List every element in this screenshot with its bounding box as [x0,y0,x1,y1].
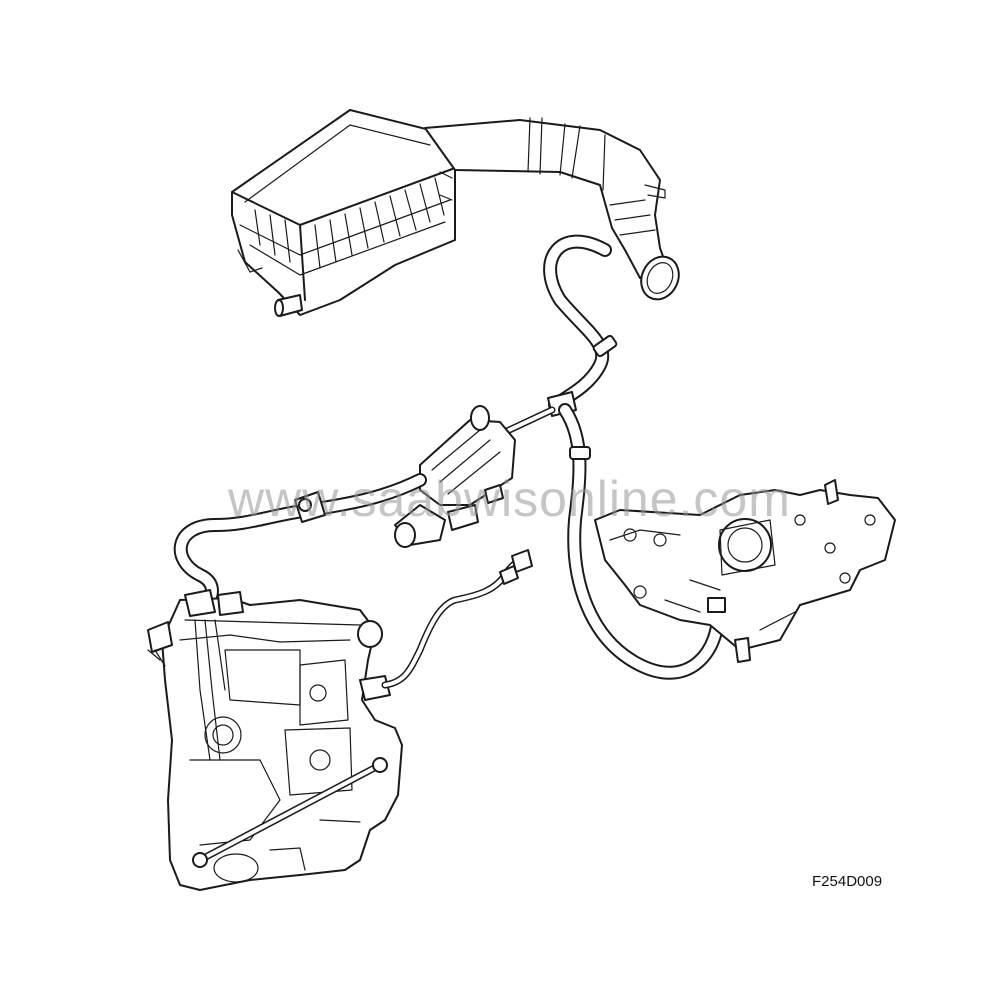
vent-hose-upper [543,234,618,412]
purge-hose [558,403,726,680]
intake-duct [424,117,680,301]
intake-manifold [594,479,896,663]
fuel-tank [147,589,403,891]
air-filter-housing [231,109,456,317]
vent-hose-lower [173,473,427,612]
evap-valve [394,405,516,548]
valve-link-line [501,406,556,436]
tank-vent-line [381,549,533,689]
figure-code: F254D009 [812,873,883,890]
